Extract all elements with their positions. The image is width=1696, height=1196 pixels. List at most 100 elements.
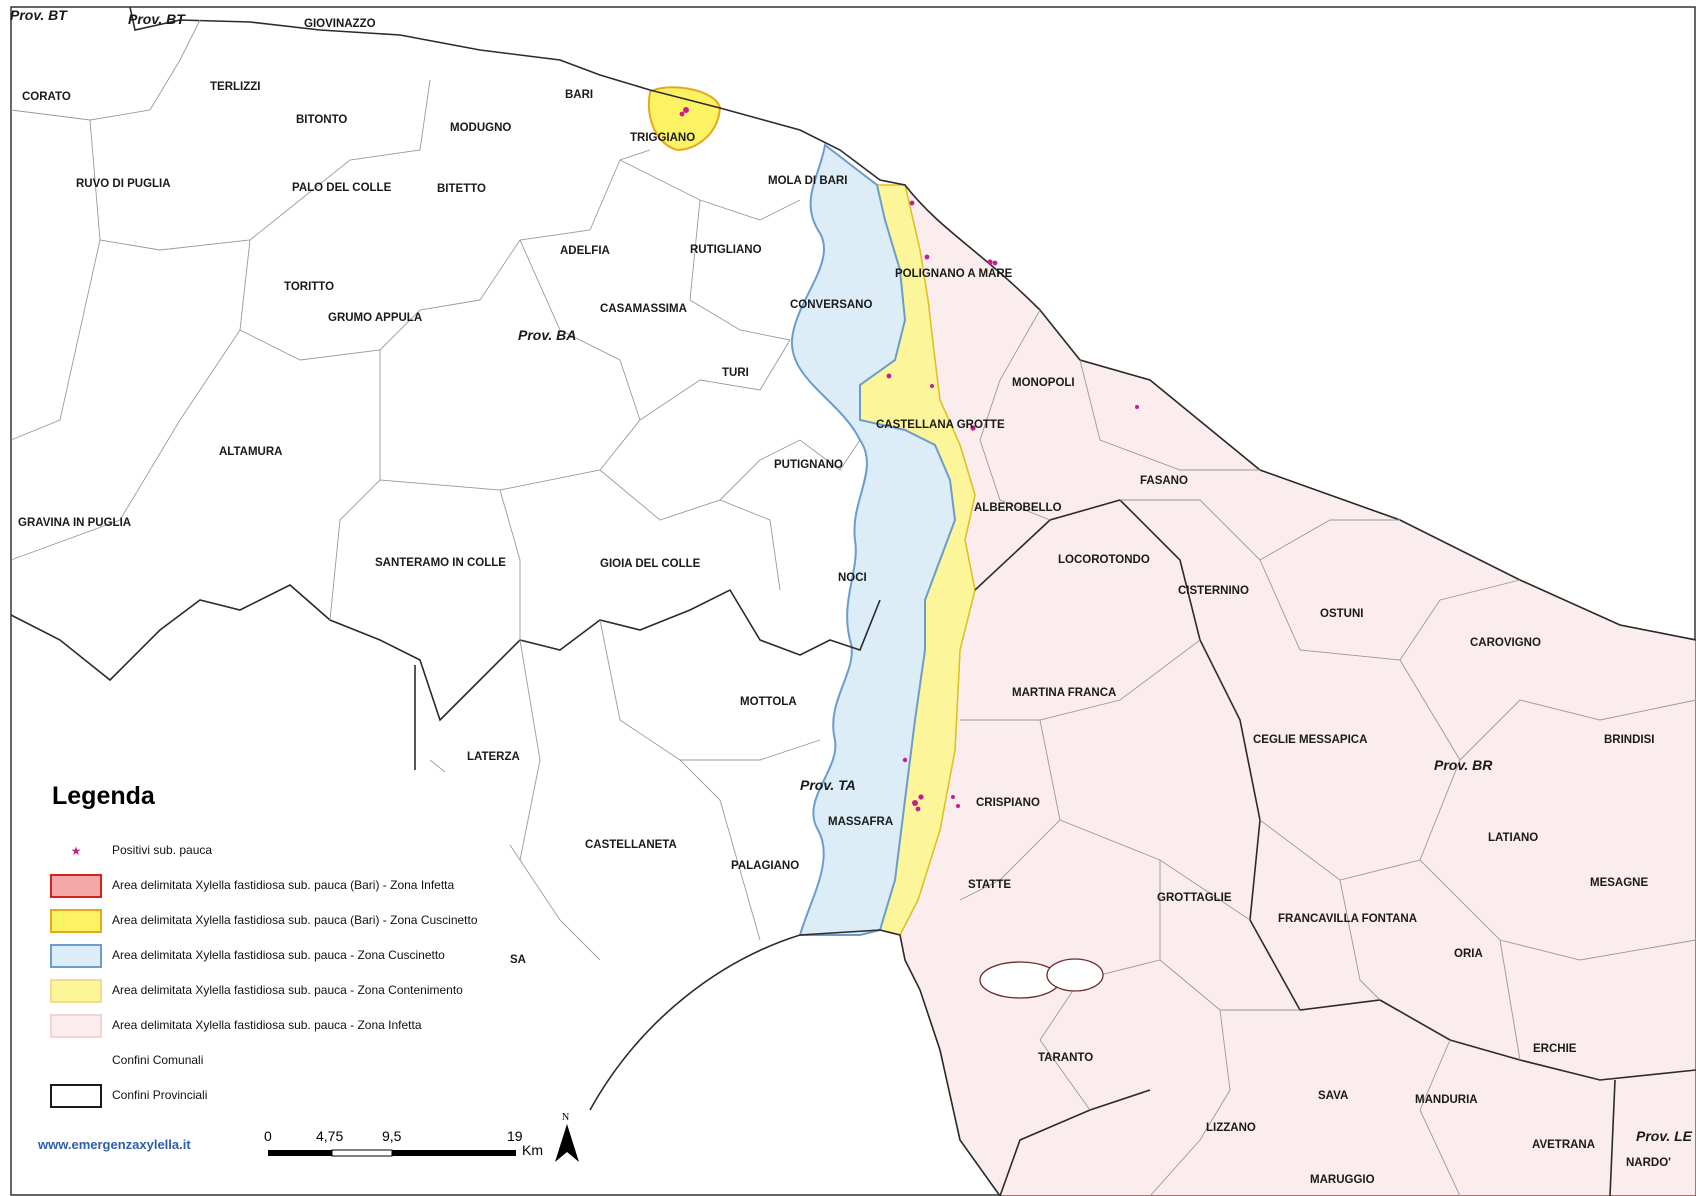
municipality-label: FRANCAVILLA FONTANA [1278,913,1417,925]
municipality-label: CORATO [22,91,71,103]
adriatic-coastline [129,6,1696,641]
north-arrow-icon [555,1124,579,1162]
municipal-borders [10,19,1696,1196]
municipality-label: CASTELLANA GROTTE [876,419,1005,431]
municipality-label: CONVERSANO [790,299,872,311]
legend-title: Legenda [52,782,155,810]
legend-swatch [50,1049,102,1073]
legend-label: Area delimitata Xylella fastidiosa sub. … [112,948,445,962]
province-label: Prov. BT [10,7,68,23]
legend-label: Area delimitata Xylella fastidiosa sub. … [112,1018,422,1032]
legend-swatch [50,979,102,1003]
municipality-label: FASANO [1140,475,1188,487]
municipality-label: PUTIGNANO [774,459,843,471]
municipality-label: MODUGNO [450,122,511,134]
legend-label: Area delimitata Xylella fastidiosa sub. … [112,983,463,997]
municipality-label: OSTUNI [1320,608,1363,620]
municipality-label: RUVO DI PUGLIA [76,178,171,190]
positive-marker [912,800,918,806]
municipality-label: TRIGGIANO [630,132,695,144]
municipality-label: BARI [565,89,593,101]
legend-item-positivi: ★ Positivi sub. pauca [50,837,510,867]
municipality-label: TURI [722,367,749,379]
positive-marker [987,259,993,265]
municipality-label: LOCOROTONDO [1058,554,1150,566]
municipality-label: BITONTO [296,114,347,126]
positive-marker [930,384,934,388]
legend-swatch [50,944,102,968]
legend-label: Area delimitata Xylella fastidiosa sub. … [112,913,478,927]
legend-item-provinciali: Confini Provinciali [50,1082,510,1112]
legend-label: Confini Provinciali [112,1088,208,1102]
municipality-label: POLIGNANO A MARE [895,268,1013,280]
municipality-label: MARUGGIO [1310,1174,1375,1186]
positive-marker [918,794,924,800]
province-label: Prov. BA [518,327,576,343]
municipality-label: LATERZA [467,751,520,763]
municipality-label: GRUMO APPULA [328,312,422,324]
municipality-label: PALO DEL COLLE [292,182,392,194]
municipality-label: GROTTAGLIE [1157,892,1232,904]
positive-marker [956,804,960,808]
legend-item-bari-cuscinetto: Area delimitata Xylella fastidiosa sub. … [50,907,510,937]
municipality-label: ORIA [1454,948,1483,960]
municipality-label: ERCHIE [1533,1043,1577,1055]
legend-item-cuscinetto: Area delimitata Xylella fastidiosa sub. … [50,942,510,972]
legend-swatch [50,1014,102,1038]
municipality-label: CEGLIE MESSAPICA [1253,734,1367,746]
taranto-mar-piccolo [979,958,1104,999]
north-arrow: N [554,1112,580,1164]
legend-label: Positivi sub. pauca [112,843,213,857]
municipality-label: TARANTO [1038,1052,1093,1064]
provincial-borders [10,499,1696,1196]
municipality-label: ADELFIA [560,245,610,257]
municipality-label: AVETRANA [1532,1139,1595,1151]
legend-item-bari-infetta: Area delimitata Xylella fastidiosa sub. … [50,872,510,902]
municipality-label: ALTAMURA [219,446,282,458]
legend-item-contenimento: Area delimitata Xylella fastidiosa sub. … [50,977,510,1007]
scale-tick-label: 0 [264,1128,272,1144]
website-link[interactable]: www.emergenzaxylella.it [38,1137,191,1152]
scale-unit-label: Km [522,1142,543,1158]
municipality-label: LATIANO [1488,832,1538,844]
star-icon: ★ [70,844,82,858]
municipality-label: NARDO' [1626,1157,1671,1169]
scale-tick-label: 9,5 [382,1128,402,1144]
municipality-label: TERLIZZI [210,81,260,93]
municipality-label: ALBEROBELLO [974,502,1062,514]
positive-marker [886,373,892,379]
province-label: Prov. BT [128,11,186,27]
positive-marker [992,260,998,266]
municipality-label: GRAVINA IN PUGLIA [18,517,131,529]
legend-item-comunali: Confini Comunali [50,1047,510,1077]
municipality-label: CRISPIANO [976,797,1040,809]
municipality-label: LIZZANO [1206,1122,1256,1134]
province-label: Prov. BR [1434,757,1493,773]
legend-swatch [50,874,102,898]
scale-tick-label: 4,75 [316,1128,344,1144]
municipality-label: RUTIGLIANO [690,244,762,256]
province-label: Prov. LE [1636,1128,1693,1144]
ionian-coastline [589,929,1001,1196]
municipality-label: BITETTO [437,183,486,195]
positive-marker [970,425,976,431]
positive-marker [679,111,685,117]
positive-marker [683,107,689,113]
north-label: N [562,1112,570,1123]
municipality-label: MOTTOLA [740,696,797,708]
positive-marker [1135,405,1139,409]
municipality-label: TORITTO [284,281,334,293]
positive-marker [915,806,921,812]
province-labels: Prov. BT Prov. BT Prov. BA Prov. TA Prov… [10,7,1693,1144]
legend-label: Confini Comunali [112,1053,204,1067]
municipality-label: CASTELLANETA [585,839,677,851]
positive-markers [679,107,1139,812]
municipality-label: MANDURIA [1415,1094,1478,1106]
municipality-label: BRINDISI [1604,734,1654,746]
legend-item-infetta: Area delimitata Xylella fastidiosa sub. … [50,1012,510,1042]
municipality-label: PALAGIANO [731,860,799,872]
municipality-label: NOCI [838,572,867,584]
municipality-label: STATTE [968,879,1011,891]
municipality-label: MARTINA FRANCA [1012,687,1116,699]
scale-bar-graphic [268,1149,516,1157]
